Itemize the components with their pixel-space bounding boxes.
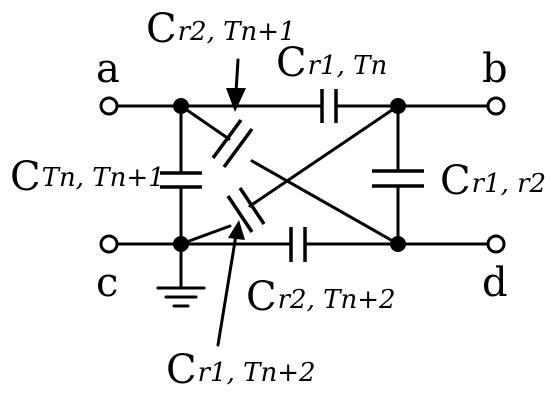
terminal-a (99, 96, 119, 116)
capacitor-c-r1-tn2 (226, 187, 266, 233)
label-c-r1-r2: Cr1, r2 (440, 158, 546, 204)
terminal-d (486, 234, 506, 254)
terminal-label-a: a (96, 46, 120, 92)
diagonal-wire-a-to-d (179, 104, 400, 246)
label-c-r2-tn2: Cr2, Tn+2 (246, 274, 396, 320)
label-c-tn-tn1: CTn, Tn+1 (10, 154, 165, 200)
junction-node-bottom-left (173, 236, 189, 252)
diagonal-wire-c-to-b (179, 104, 400, 246)
junction-node-top-left (173, 98, 189, 114)
capacitor-c-r2-tn2 (289, 227, 307, 262)
capacitor-c-r1-r2 (372, 169, 424, 188)
arrow-c-r1-tn2 (216, 220, 245, 347)
label-c-r1-tn2: Cr1, Tn+2 (166, 347, 316, 393)
junction-node-bottom-right (390, 236, 406, 252)
capacitor-c-r2-tn1 (211, 118, 254, 169)
capacitor-c-r1-tn (320, 89, 338, 123)
terminal-label-b: b (482, 46, 508, 92)
label-c-r1-tn: Cr1, Tn (276, 40, 387, 86)
terminal-label-c: c (96, 260, 118, 306)
terminal-label-d: d (482, 260, 508, 306)
arrow-c-r2-tn1 (226, 58, 246, 112)
terminal-c (99, 234, 119, 254)
capacitor-c-tn-tn1 (160, 171, 202, 189)
label-c-r2-tn1: Cr2, Tn+1 (146, 6, 296, 52)
ground-icon (156, 286, 206, 308)
junction-node-top-right (390, 98, 406, 114)
terminal-b (486, 96, 506, 116)
